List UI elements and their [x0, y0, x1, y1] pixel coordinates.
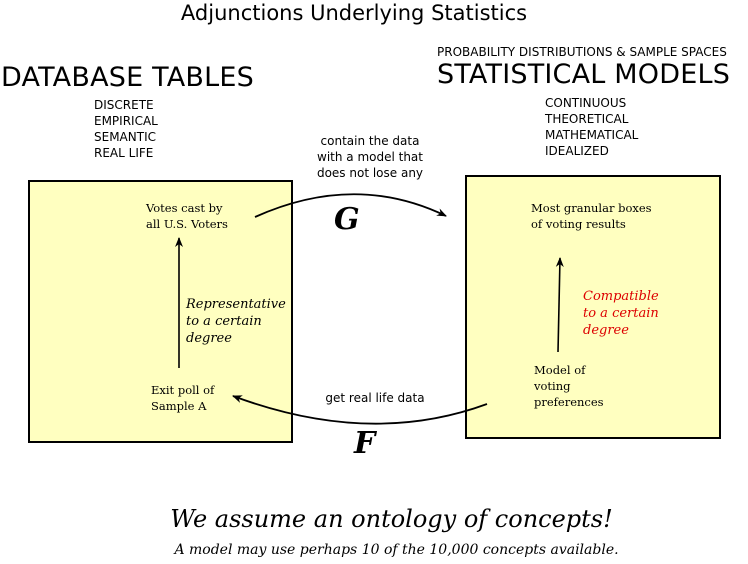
right-heading: STATISTICAL MODELS	[437, 59, 731, 90]
right-attribute: CONTINUOUS	[545, 96, 627, 110]
right-internal-arrow	[555, 257, 564, 353]
g-functor-arrow	[254, 193, 447, 218]
footer-sub: A model may use perhaps 10 of the 10,000…	[174, 542, 619, 558]
left-attributes: DISCRETE EMPIRICAL SEMANTIC REAL LIFE	[94, 97, 158, 161]
right-bottom-node: Model of voting preferences	[534, 363, 604, 409]
left-bottom-node: Exit poll of Sample A	[151, 383, 215, 413]
left-top-node: Votes cast by all U.S. Voters	[146, 201, 228, 231]
right-attribute: IDEALIZED	[545, 144, 609, 158]
left-attribute: DISCRETE	[94, 98, 154, 112]
right-attribute: THEORETICAL	[545, 112, 629, 126]
left-attribute: REAL LIFE	[94, 146, 154, 160]
f-functor-arrow	[232, 395, 488, 425]
right-arrow-label: Compatible to a certain degree	[583, 289, 659, 338]
right-attributes: CONTINUOUS THEORETICAL MATHEMATICAL IDEA…	[545, 95, 638, 159]
f-functor-symbol: F	[354, 426, 376, 461]
left-arrow-label: Representative to a certain degree	[186, 297, 286, 346]
left-attribute: EMPIRICAL	[94, 114, 158, 128]
left-heading: DATABASE TABLES	[1, 62, 254, 93]
right-attribute: MATHEMATICAL	[545, 128, 639, 142]
footer-main: We assume an ontology of concepts!	[170, 505, 613, 533]
f-functor-label: get real life data	[325, 391, 425, 405]
right-top-node: Most granular boxes of voting results	[531, 201, 652, 231]
right-subheading: PROBABILITY DISTRIBUTIONS & SAMPLE SPACE…	[437, 45, 727, 59]
database-box	[28, 180, 293, 443]
left-attribute: SEMANTIC	[94, 130, 156, 144]
g-functor-label: contain the data with a model that does …	[316, 134, 424, 180]
statistical-model-box	[465, 175, 721, 439]
g-functor-symbol: G	[334, 202, 360, 237]
page-title: Adjunctions Underlying Statistics	[180, 1, 528, 25]
